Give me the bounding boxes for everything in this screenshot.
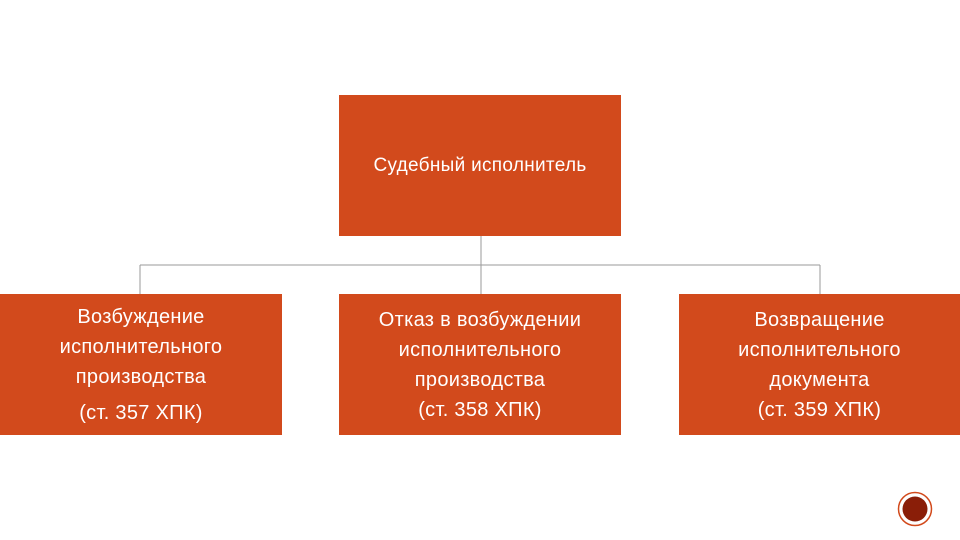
child-node-line: исполнительного — [738, 338, 901, 361]
child-node-line: Возбуждение — [77, 305, 205, 328]
child-node-line: Возвращение — [754, 308, 885, 331]
child-node-reference: (ст. 359 ХПК) — [757, 398, 882, 421]
child-node-reference: (ст. 357 ХПК) — [79, 401, 203, 424]
root-node-bailiff: Судебный исполнитель — [339, 95, 621, 236]
child-node-reference: (ст. 358 ХПК) — [418, 398, 542, 421]
child-node-line: производства — [75, 365, 207, 388]
slide-number-badge-icon — [897, 491, 933, 527]
child-node-line: исполнительного — [59, 335, 223, 358]
child-node-initiation: Возбуждение исполнительного производства… — [0, 294, 282, 435]
child-node-return: Возвращение исполнительного документа (с… — [679, 294, 960, 435]
child-node-line: Отказ в возбуждении — [378, 308, 582, 331]
child-node-refusal: Отказ в возбуждении исполнительного прои… — [339, 294, 621, 435]
child-node-line: производства — [414, 368, 546, 391]
child-node-line: документа — [769, 368, 870, 391]
root-node-label: Судебный исполнитель — [373, 154, 587, 176]
child-node-line: исполнительного — [398, 338, 562, 361]
